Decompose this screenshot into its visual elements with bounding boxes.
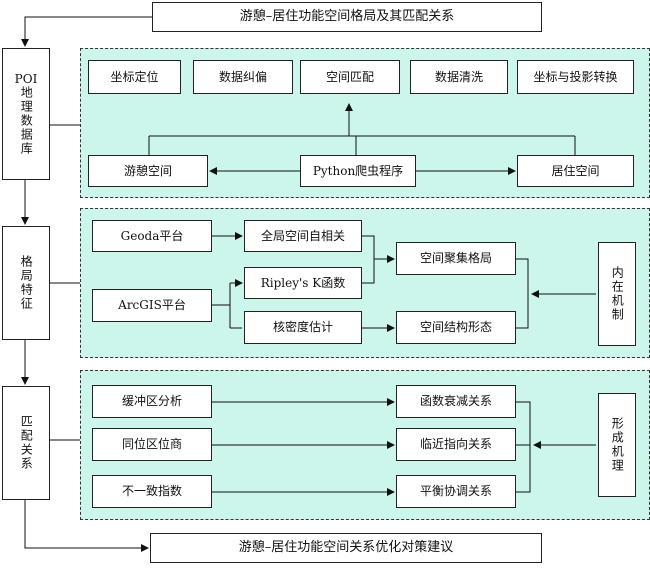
residential-space-box: 居住空间 [517, 155, 634, 187]
arcgis-platform-box: ArcGIS平台 [92, 289, 212, 322]
kernel-density-box: 核密度估计 [244, 311, 362, 344]
python-crawler-box: Python爬虫程序 [300, 155, 416, 187]
balance-coordination-box: 平衡协调关系 [396, 475, 516, 508]
formation-mechanism-label: 形成机理 [610, 417, 625, 473]
ripley-k-box: Ripley's K函数 [244, 267, 362, 299]
spatial-structure-box: 空间结构形态 [396, 311, 516, 344]
stage-poi-sublabel: 地理数据库 [19, 86, 34, 157]
geoda-platform-box: Geoda平台 [92, 220, 212, 252]
colocation-quotient-box: 同位区位商 [92, 428, 212, 461]
proximity-direction-box: 临近指向关系 [396, 428, 516, 461]
recreation-space-box: 游憩空间 [88, 155, 208, 187]
stage-pattern: 格局特征 [2, 226, 50, 340]
stage-poi-database: POI 地理数据库 [2, 48, 50, 180]
buffer-analysis-box: 缓冲区分析 [92, 385, 212, 418]
function-decay-box: 函数衰减关系 [396, 385, 516, 418]
stage-match: 匹配关系 [2, 386, 50, 500]
stage-poi-label: POI [14, 71, 38, 86]
inner-mechanism-box: 内在机制 [598, 242, 636, 346]
formation-mechanism-box: 形成机理 [598, 393, 636, 497]
footer-box: 游憩–居住功能空间关系优化对策建议 [150, 533, 542, 563]
step-data-cleaning: 数据清洗 [410, 60, 508, 94]
step-data-correction: 数据纠偏 [193, 60, 293, 94]
step-coordinate-projection: 坐标与投影转换 [517, 60, 634, 94]
inner-mechanism-label: 内在机制 [610, 266, 625, 322]
stage-pattern-label: 格局特征 [19, 255, 34, 311]
inconsistency-index-box: 不一致指数 [92, 475, 212, 508]
stage-match-label: 匹配关系 [19, 415, 34, 471]
step-spatial-matching: 空间匹配 [300, 60, 400, 94]
global-autocorrelation-box: 全局空间自相关 [244, 220, 362, 252]
step-coordinate-positioning: 坐标定位 [88, 60, 181, 94]
spatial-cluster-box: 空间聚集格局 [396, 242, 516, 275]
title-box: 游憩–居住功能空间格局及其匹配关系 [152, 2, 542, 32]
